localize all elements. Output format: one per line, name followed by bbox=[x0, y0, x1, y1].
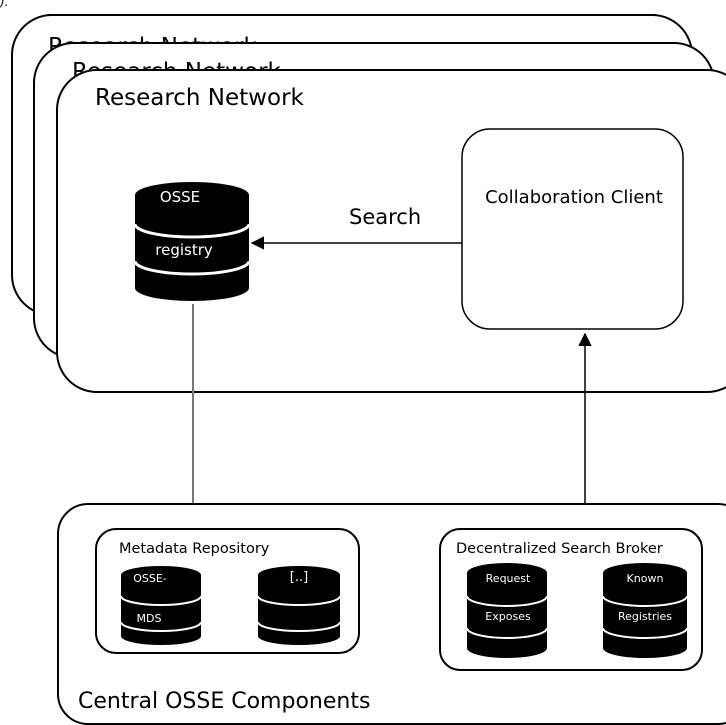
search-broker-label: Decentralized Search Broker bbox=[456, 541, 663, 557]
osse-registry-top-label: OSSE bbox=[160, 188, 200, 206]
research-network-front-label: Research Network bbox=[95, 85, 305, 111]
osse-mds-bottom-label: MDS bbox=[137, 612, 162, 625]
osse-registry-bottom-label: registry bbox=[155, 241, 213, 259]
collaboration-client-label: Collaboration Client bbox=[485, 187, 663, 208]
central-osse-components-label: Central OSSE Components bbox=[78, 689, 370, 714]
metadata-repository-label: Metadata Repository bbox=[119, 541, 270, 557]
search-label: Search bbox=[349, 205, 421, 229]
request-db-bottom-label: Exposes bbox=[485, 610, 531, 623]
osse-mds-database: OSSE- MDS bbox=[120, 566, 202, 645]
corner-fragment: ). bbox=[0, 0, 9, 9]
placeholder-database: [..] bbox=[257, 566, 341, 645]
osse-registry-database: OSSE registry bbox=[133, 182, 251, 301]
osse-mds-top-label: OSSE- bbox=[133, 572, 167, 585]
placeholder-db-top-label: [..] bbox=[290, 570, 308, 585]
collaboration-client-box bbox=[461, 128, 684, 330]
known-db-bottom-label: Registries bbox=[618, 610, 672, 623]
known-db-top-label: Known bbox=[627, 572, 664, 585]
known-registries-database: Known Registries bbox=[602, 563, 688, 658]
request-exposes-database: Request Exposes bbox=[466, 563, 548, 658]
request-db-top-label: Request bbox=[486, 572, 531, 585]
